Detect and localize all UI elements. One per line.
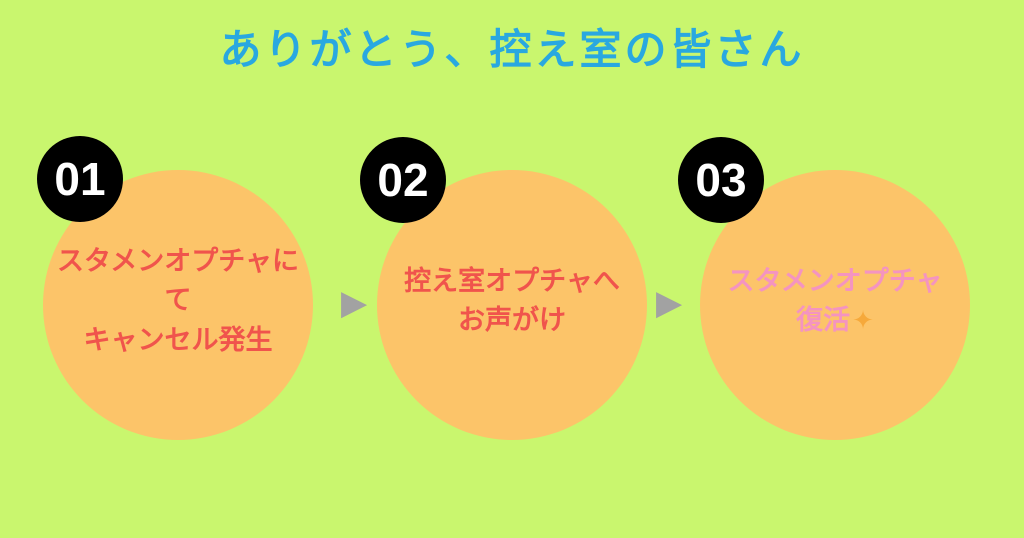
sparkle-icon: ✦	[852, 305, 874, 335]
step-1-text: スタメンオプチャにて キャンセル発生	[43, 242, 313, 359]
arrow-right-icon: ▶	[341, 284, 368, 322]
step-2-line2: お声がけ	[457, 305, 566, 335]
page-title: ありがとう、控え室の皆さん	[219, 26, 805, 73]
arrow-right-icon: ▶	[656, 284, 683, 322]
step-1-circle: スタメンオプチャにて キャンセル発生	[43, 170, 313, 440]
step-3-text: スタメンオプチャ 復活✦	[714, 262, 957, 340]
step-3-number-badge: 03	[678, 137, 764, 223]
step-2-line1: 控え室オプチャへ	[404, 265, 620, 296]
step-1-number-badge: 01	[37, 136, 123, 222]
step-1-line2: キャンセル発生	[83, 324, 273, 355]
step-3-line1: スタメンオプチャ	[727, 265, 943, 296]
step-3-line2: 復活	[796, 305, 851, 335]
step-1-line1: スタメンオプチャにて	[57, 246, 299, 316]
step-2-number-badge: 02	[360, 137, 446, 223]
step-2-text: 控え室オプチャへ お声がけ	[390, 262, 634, 340]
